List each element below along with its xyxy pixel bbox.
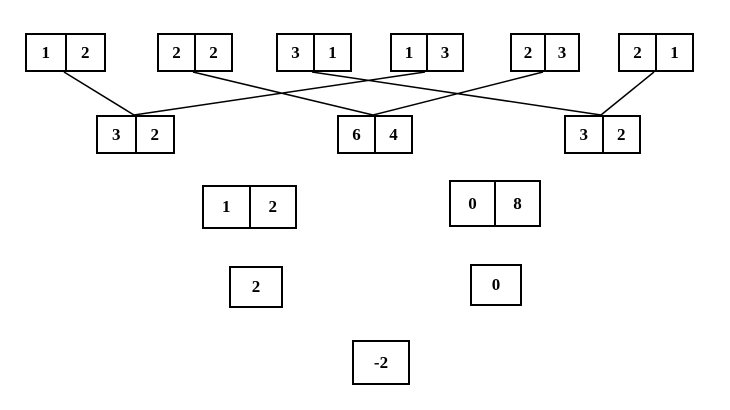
pair-value-b: 8 [494,182,539,225]
pair-value-b: 2 [601,117,640,152]
pair-value-b: 2 [134,117,174,152]
pair-value-b: 2 [64,35,105,70]
pair-value-a: 6 [352,124,361,144]
third-pair-box: 0 8 [449,180,541,227]
connector-line [133,71,426,116]
result-value: -2 [373,352,389,372]
top-pair-box: 1 2 [25,33,106,72]
pair-value-b: 4 [374,117,411,152]
pair-value-b: 2 [248,187,296,227]
pair-value-a: 0 [468,193,477,213]
middle-pair-box: 3 2 [96,115,175,154]
third-pair-box: 1 2 [202,185,297,229]
pair-value-b: 1 [655,35,692,70]
pair-value-b: 3 [426,35,462,70]
top-pair-box: 1 3 [390,33,464,72]
top-pair-box: 2 1 [618,33,694,72]
pair-value-b: 2 [194,35,231,70]
single-value: 0 [491,275,501,294]
connector-line [600,71,655,116]
middle-pair-box: 6 4 [337,115,413,154]
single-value: 2 [251,277,261,296]
top-pair-box: 2 3 [510,33,580,72]
result-box: -2 [352,340,410,385]
connector-line [63,71,135,116]
pair-value-a: 2 [523,42,533,62]
top-pair-box: 3 1 [276,33,352,72]
pair-value-a: 3 [112,124,121,144]
pair-value-a: 1 [404,42,414,62]
pair-value-a: 3 [291,42,300,62]
pair-value-a: 1 [41,42,51,62]
middle-pair-box: 3 2 [564,115,641,154]
top-pair-box: 2 2 [157,33,233,72]
connector-line [192,71,374,116]
pair-value-a: 1 [222,197,231,216]
connector-line [311,71,602,116]
pair-value-b: 1 [313,35,350,70]
single-value-box: 0 [470,264,522,306]
pair-value-a: 2 [172,42,181,62]
pair-value-a: 2 [633,42,642,62]
pair-value-a: 3 [579,124,589,144]
single-value-box: 2 [229,266,283,308]
pair-value-b: 3 [544,35,578,70]
